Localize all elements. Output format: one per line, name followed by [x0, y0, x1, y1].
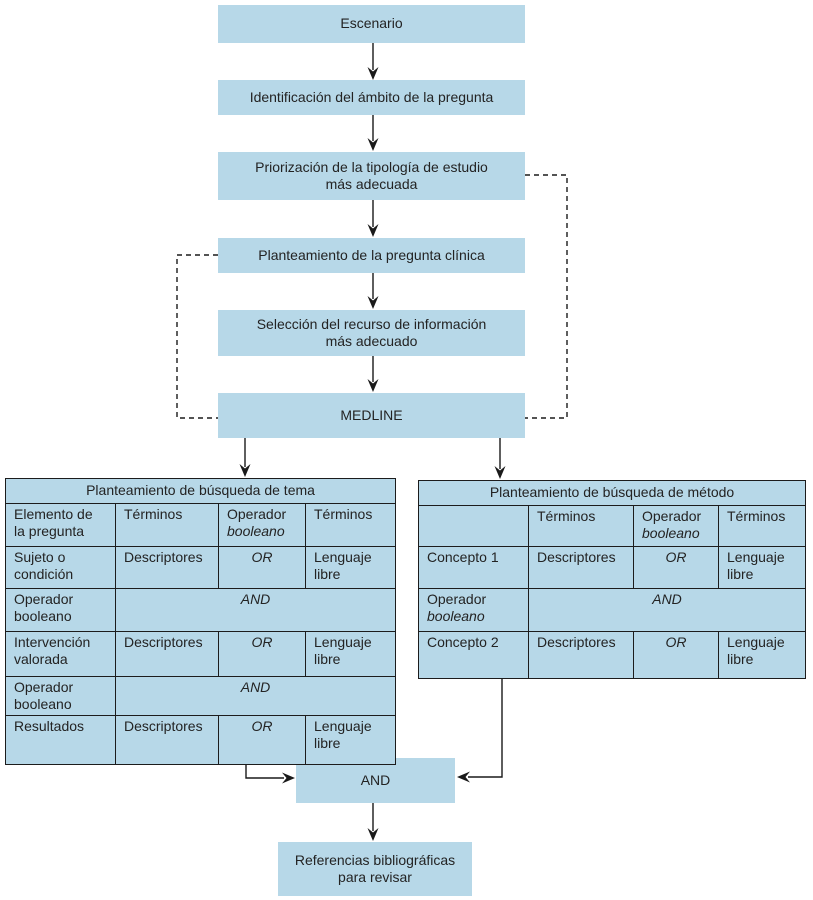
flow-box-seleccion: Selección del recurso de información más… [218, 310, 525, 356]
flow-box-and-label: AND [360, 771, 391, 788]
table-operator-row: Operador booleano AND [5, 675, 397, 717]
operator-span-cell: AND [114, 675, 397, 717]
dashed-feedback-planteamiento-medline [176, 254, 218, 419]
header-cell: Términos [304, 503, 397, 547]
operator-cell: OR [218, 546, 306, 589]
table-title: Planteamiento de búsqueda de método [417, 480, 807, 506]
row-label-cell: Intervención valorada [5, 631, 116, 677]
table-title-row: Planteamiento de búsqueda de método [417, 480, 807, 506]
arrowhead-down-icon [367, 296, 379, 309]
arrowhead-down-icon [367, 138, 379, 151]
terms-cell: Lenguaje libre [304, 631, 397, 677]
flow-box-identificacion-label: Identificación del ámbito de la pregunta [249, 88, 494, 105]
table-row: Sujeto o condición Descriptores OR Lengu… [5, 546, 397, 589]
flow-box-priorizacion-label: Priorización de la tipología de estudio … [255, 158, 488, 192]
table-title-row: Planteamiento de búsqueda de tema [4, 478, 397, 504]
arrowhead-right-icon [282, 772, 295, 784]
search-table-tema: Planteamiento de búsqueda de tema Elemen… [4, 478, 397, 766]
flow-box-medline-label: MEDLINE [340, 406, 403, 423]
operator-span-cell: AND [114, 588, 397, 632]
terms-cell: Descriptores [115, 631, 219, 677]
terms-cell: Lenguaje libre [717, 546, 807, 589]
terms-cell: Descriptores [115, 715, 219, 766]
arrowhead-down-icon [494, 466, 506, 479]
arrowhead-down-icon [367, 379, 379, 392]
operator-cell: OR [633, 546, 719, 589]
flow-box-escenario-label: Escenario [340, 15, 403, 32]
flow-box-identificacion: Identificación del ámbito de la pregunta [218, 80, 525, 115]
flow-box-planteamiento: Planteamiento de la pregunta clínica [218, 238, 525, 273]
table-row: Concepto 2 Descriptores OR Lenguaje libr… [418, 631, 807, 679]
header-cell: Términos [717, 505, 807, 547]
operator-cell: OR [218, 631, 306, 677]
arrowhead-left-icon [457, 771, 470, 783]
table-row: Concepto 1 Descriptores OR Lenguaje libr… [418, 546, 807, 589]
flow-box-priorizacion: Priorización de la tipología de estudio … [218, 152, 525, 200]
row-label-cell: Operador booleano [5, 675, 116, 717]
flow-box-seleccion-label: Selección del recurso de información más… [256, 315, 487, 349]
arrowhead-down-icon [367, 828, 379, 841]
flow-box-referencias-label: Referencias bibliográficas para revisar [294, 851, 456, 885]
terms-cell: Lenguaje libre [304, 715, 397, 766]
arrowhead-down-icon [367, 67, 379, 80]
table-operator-row: Operador booleano AND [5, 588, 397, 632]
table-row: Resultados Descriptores OR Lenguaje libr… [5, 715, 397, 766]
flow-box-escenario: Escenario [218, 5, 525, 43]
terms-cell: Descriptores [115, 546, 219, 589]
operator-cell: OR [633, 631, 719, 679]
search-table-metodo: Planteamiento de búsqueda de método Térm… [417, 480, 807, 679]
flow-box-planteamiento-label: Planteamiento de la pregunta clínica [258, 246, 485, 263]
header-cell: Términos [115, 503, 219, 547]
flow-box-referencias: Referencias bibliográficas para revisar [278, 842, 472, 896]
arrowhead-down-icon [367, 224, 379, 237]
operator-cell: OR [218, 715, 306, 766]
header-cell: Elemento de la pregunta [5, 503, 116, 547]
row-label-cell: Operador booleano [5, 588, 116, 632]
header-cell [418, 505, 529, 547]
dashed-feedback-priorizacion-medline [525, 174, 568, 419]
terms-cell: Descriptores [528, 631, 634, 679]
table-header-row: Elemento de la pregunta Términos Operado… [5, 503, 397, 547]
table-row: Intervención valorada Descriptores OR Le… [5, 631, 397, 677]
terms-cell: Lenguaje libre [304, 546, 397, 589]
operator-span-cell: AND [527, 588, 807, 632]
table-title: Planteamiento de búsqueda de tema [4, 478, 397, 504]
row-label-cell: Concepto 2 [418, 631, 529, 679]
arrowhead-down-icon [239, 464, 251, 477]
row-label-cell: Sujeto o condición [5, 546, 116, 589]
terms-cell: Descriptores [528, 546, 634, 589]
flow-box-and: AND [296, 758, 455, 803]
terms-cell: Lenguaje libre [717, 631, 807, 679]
row-label-cell: Concepto 1 [418, 546, 529, 589]
header-cell: Términos [528, 505, 634, 547]
row-label-cell: Resultados [5, 715, 116, 766]
flow-box-medline: MEDLINE [218, 393, 525, 438]
